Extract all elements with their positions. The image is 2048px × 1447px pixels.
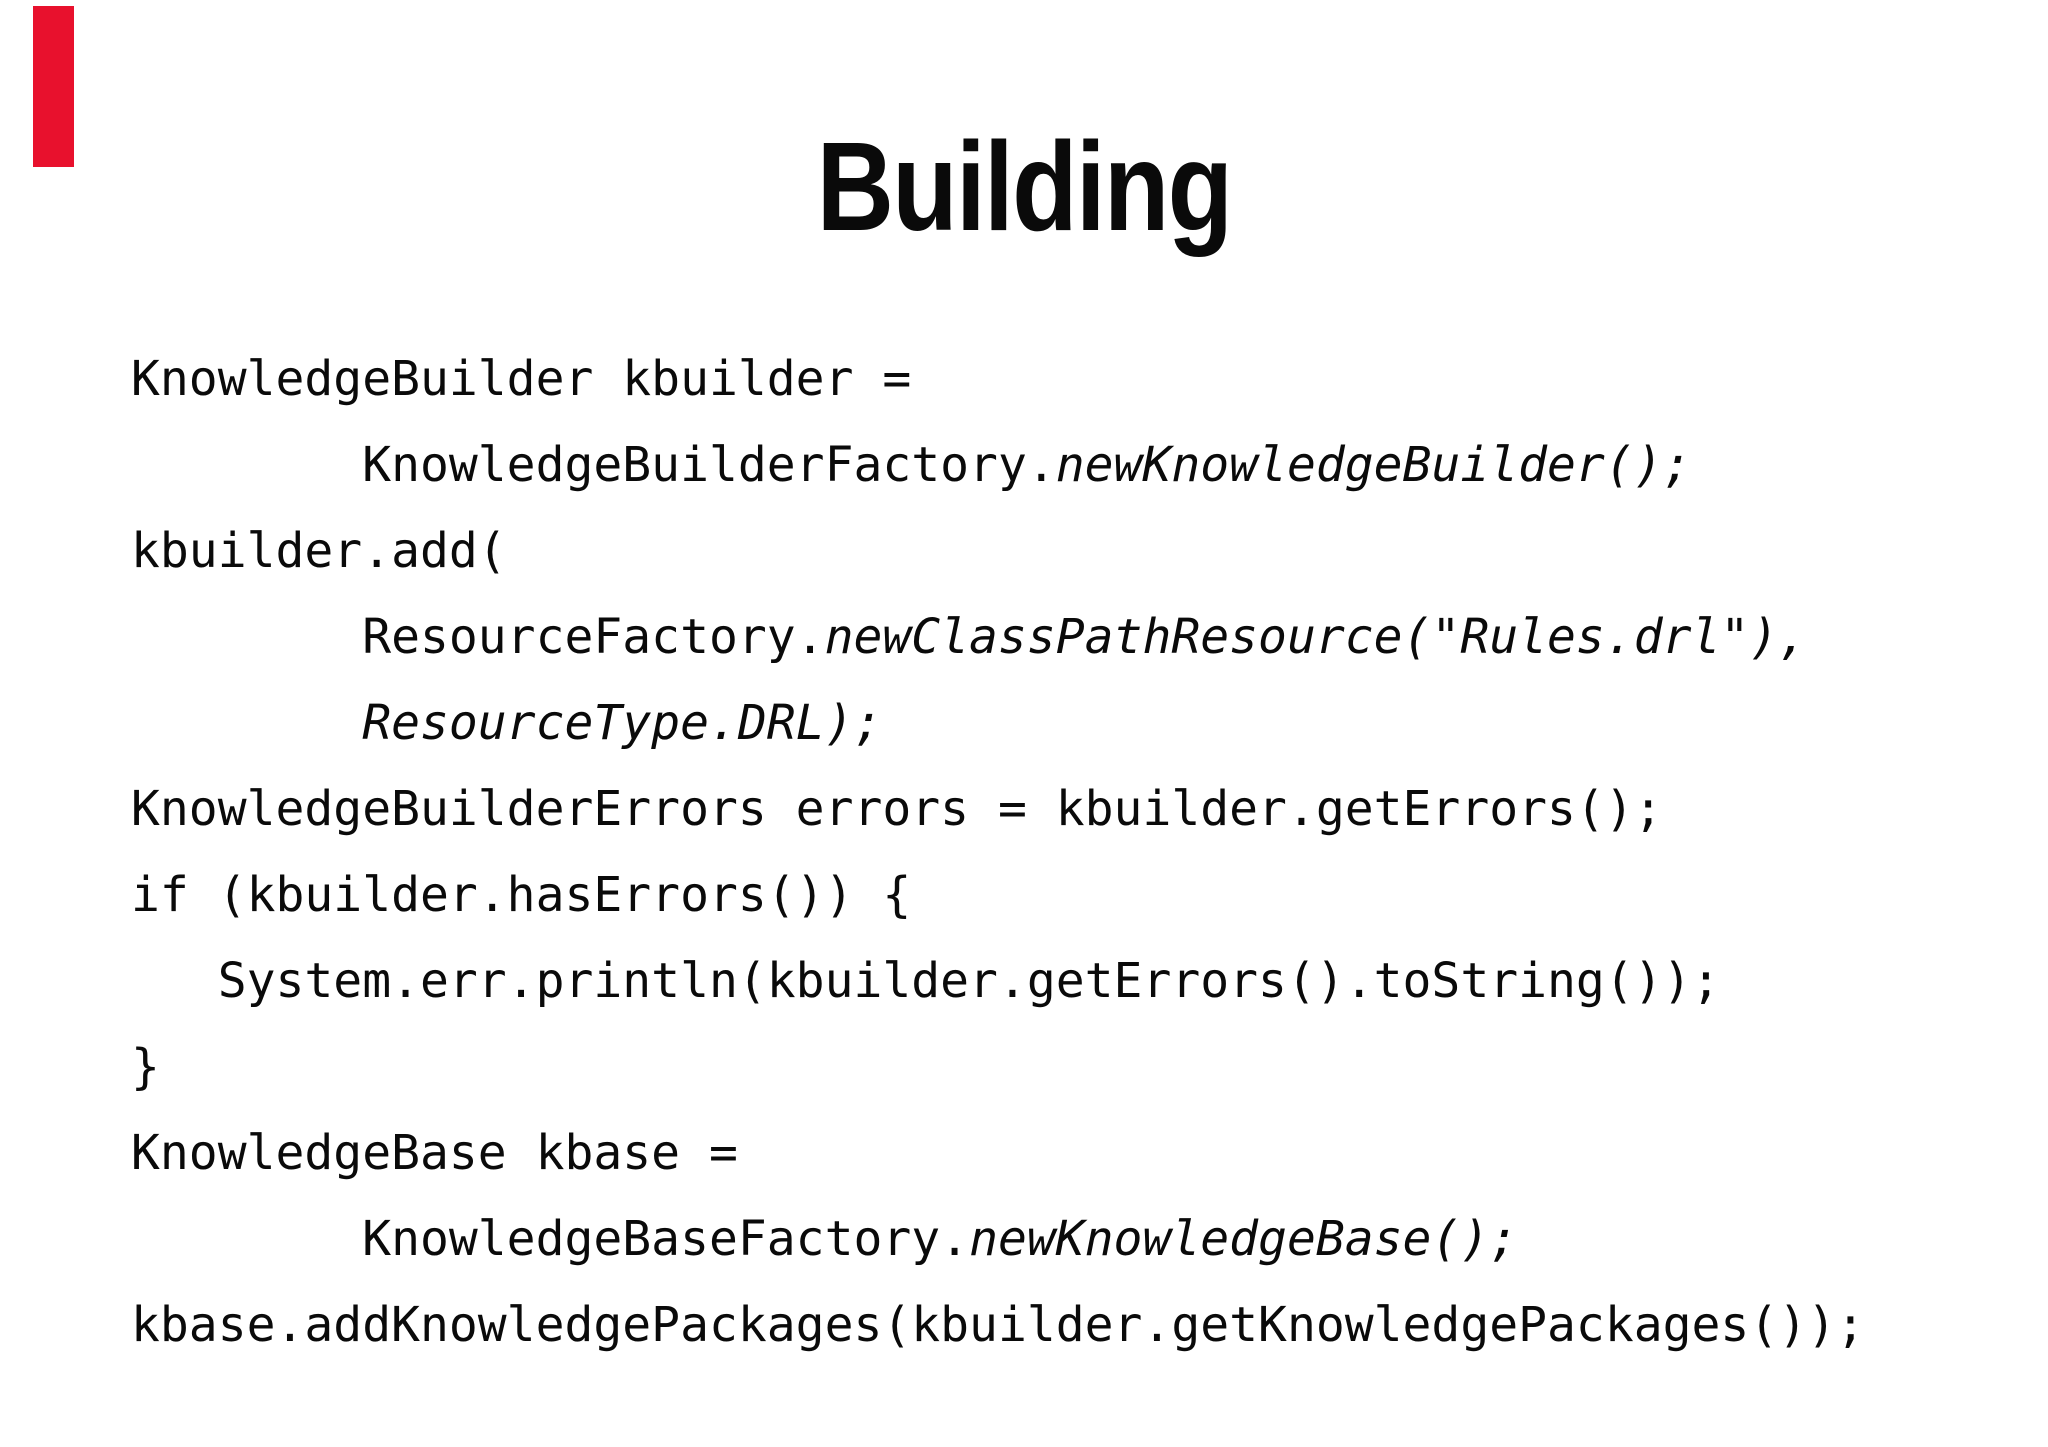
code-segment: ResourceFactory.	[131, 609, 825, 665]
code-segment: KnowledgeBuilderErrors errors = kbuilder…	[131, 781, 1663, 837]
red-accent-bar	[33, 6, 74, 167]
code-line: System.err.println(kbuilder.getErrors().…	[131, 938, 1865, 1024]
code-segment-italic: newClassPathResource("Rules.drl"),	[824, 609, 1808, 665]
code-segment: kbuilder.add(	[131, 523, 507, 579]
code-line: KnowledgeBuilder kbuilder =	[131, 336, 1865, 422]
code-line: kbuilder.add(	[131, 508, 1865, 594]
code-line: ResourceFactory.newClassPathResource("Ru…	[131, 594, 1865, 680]
code-segment: if (kbuilder.hasErrors()) {	[131, 867, 912, 923]
code-line: KnowledgeBaseFactory.newKnowledgeBase();	[131, 1196, 1865, 1282]
code-line: KnowledgeBase kbase =	[131, 1110, 1865, 1196]
code-segment: KnowledgeBaseFactory.	[131, 1211, 970, 1267]
code-line: KnowledgeBuilderFactory.newKnowledgeBuil…	[131, 422, 1865, 508]
code-segment: System.err.println(kbuilder.getErrors().…	[131, 953, 1721, 1009]
code-line: ResourceType.DRL);	[131, 680, 1865, 766]
code-segment-italic: ResourceType.DRL);	[362, 695, 883, 751]
slide-title: Building	[816, 116, 1233, 257]
code-segment: kbase.addKnowledgePackages(kbuilder.getK…	[131, 1297, 1865, 1353]
code-segment: KnowledgeBase kbase =	[131, 1125, 738, 1181]
code-line: kbase.addKnowledgePackages(kbuilder.getK…	[131, 1282, 1865, 1368]
code-segment: KnowledgeBuilder kbuilder =	[131, 351, 912, 407]
code-block: KnowledgeBuilder kbuilder = KnowledgeBui…	[131, 336, 1865, 1368]
code-line: }	[131, 1024, 1865, 1110]
code-segment-italic: newKnowledgeBuilder();	[1055, 437, 1692, 493]
code-segment	[131, 695, 362, 751]
code-segment-italic: newKnowledgeBase();	[969, 1211, 1519, 1267]
code-segment: }	[131, 1039, 160, 1095]
code-line: if (kbuilder.hasErrors()) {	[131, 852, 1865, 938]
code-segment: KnowledgeBuilderFactory.	[131, 437, 1056, 493]
code-line: KnowledgeBuilderErrors errors = kbuilder…	[131, 766, 1865, 852]
